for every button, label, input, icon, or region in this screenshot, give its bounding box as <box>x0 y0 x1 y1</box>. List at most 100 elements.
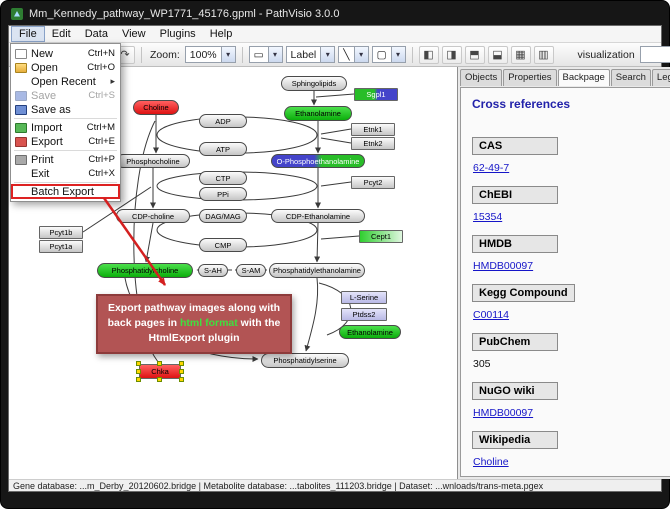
pathway-node-phosphocholine[interactable]: Phosphocholine <box>116 154 190 168</box>
pathway-edge-11[interactable] <box>304 277 319 352</box>
pathway-node-o-phosphoethanolamine[interactable]: O-Phosphoethanolamine <box>271 154 365 168</box>
menubar-item-edit[interactable]: Edit <box>51 28 71 40</box>
pathway-node-cdp-ethanolamine[interactable]: CDP-Ethanolamine <box>271 209 365 223</box>
tab-search[interactable]: Search <box>610 69 651 86</box>
pathway-node-pcyt1b[interactable]: Pcyt1b <box>39 226 83 239</box>
same-width-button[interactable]: ▦ <box>510 45 531 64</box>
pathway-node-cmp[interactable]: CMP <box>199 238 247 252</box>
menubar-item-view[interactable]: View <box>121 28 146 40</box>
pathway-edge-9[interactable] <box>156 212 318 248</box>
pathway-node-etnk2[interactable]: Etnk2 <box>351 137 395 150</box>
pathway-edge-14[interactable] <box>320 128 352 135</box>
line-dropdown-icon[interactable]: ▾ <box>353 47 368 62</box>
pathway-node-cept1[interactable]: Cept1 <box>359 230 403 243</box>
pathway-edge-16[interactable] <box>320 181 352 187</box>
menu-shortcut: Ctrl+P <box>88 154 115 165</box>
line-tool-combobox[interactable]: ╲ ▾ <box>338 46 369 63</box>
menu-item-open-recent[interactable]: Open Recent▸ <box>12 75 119 88</box>
xref-value-wikipedia[interactable]: Choline <box>473 456 509 468</box>
selection-handle-w[interactable] <box>136 368 141 374</box>
pathway-node-phosphatidylserine[interactable]: Phosphatidylserine <box>261 353 349 368</box>
pathway-node-adp[interactable]: ADP <box>199 114 247 128</box>
selection-handle-nw[interactable] <box>136 361 141 366</box>
pathway-node-cdp-choline[interactable]: CDP-choline <box>116 209 190 223</box>
node-label: CMP <box>214 240 232 250</box>
selection-handle-e[interactable] <box>179 368 184 374</box>
tab-backpage[interactable]: Backpage <box>557 69 610 86</box>
datanode-dropdown-icon[interactable]: ▾ <box>267 47 282 62</box>
same-height-button[interactable]: ▥ <box>533 45 554 64</box>
pathway-node-s-ah[interactable]: S-AH <box>198 264 228 277</box>
tab-legend[interactable]: Legend <box>651 69 670 86</box>
xref-source-chebi: ChEBI <box>472 186 558 204</box>
node-label: L-Serine <box>349 293 379 302</box>
pathway-edge-17[interactable] <box>320 235 360 240</box>
pathway-node-s-am[interactable]: S-AM <box>236 264 266 277</box>
menubar-item-data[interactable]: Data <box>84 28 108 40</box>
pathway-node-dag-mag[interactable]: DAG/MAG <box>199 209 247 223</box>
menubar-item-help[interactable]: Help <box>209 28 233 40</box>
pathway-node-l-serine[interactable]: L-Serine <box>341 291 387 304</box>
pathway-node-pcyt2[interactable]: Pcyt2 <box>351 176 395 189</box>
pathway-node-sphingolipids[interactable]: Sphingolipids <box>281 76 347 91</box>
pathway-node-ctp[interactable]: CTP <box>199 171 247 185</box>
align-bottom-button[interactable]: ⬓ <box>487 45 508 64</box>
pathway-edge-7[interactable] <box>156 116 318 154</box>
shape-tool-combobox[interactable]: ▢ ▾ <box>371 46 406 63</box>
pathway-edge-15[interactable] <box>320 137 352 144</box>
xref-value-cas[interactable]: 62-49-7 <box>473 162 510 174</box>
pathway-edge-18[interactable] <box>315 93 355 98</box>
tab-properties[interactable]: Properties <box>503 69 557 86</box>
selection-handle-s[interactable] <box>157 377 162 382</box>
pathway-node-ethanolamine[interactable]: Ethanolamine <box>339 325 401 339</box>
menubar-item-plugins[interactable]: Plugins <box>159 28 196 40</box>
pathway-node-chka[interactable]: Chka <box>136 361 184 382</box>
visualization-combobox[interactable]: ▾ <box>639 46 670 63</box>
zoom-dropdown-icon[interactable]: ▾ <box>220 47 235 62</box>
pathway-node-atp[interactable]: ATP <box>199 142 247 156</box>
xref-value-nugo-wiki[interactable]: HMDB00097 <box>473 407 534 419</box>
label-combobox[interactable]: Label ▾ <box>285 46 336 63</box>
pathway-node-phosphatidylethanolamine[interactable]: Phosphatidylethanolamine <box>269 263 365 278</box>
xref-value-chebi[interactable]: 15354 <box>473 211 503 223</box>
xref-value-hmdb[interactable]: HMDB00097 <box>473 260 534 272</box>
node-label: Choline <box>143 103 169 112</box>
xref-value-kegg-compound[interactable]: C00114 <box>473 309 510 321</box>
pathway-edge-8[interactable] <box>156 171 318 201</box>
pathway-node-ptdss2[interactable]: Ptdss2 <box>341 308 387 321</box>
selection-handle-ne[interactable] <box>179 361 184 366</box>
pathway-node-phosphatidylcholine[interactable]: Phosphatidylcholine <box>97 263 193 278</box>
same-width-icon: ▦ <box>515 49 526 61</box>
shape-dropdown-icon[interactable]: ▾ <box>390 47 405 62</box>
align-top-button[interactable]: ⬒ <box>464 45 485 64</box>
align-left-button[interactable]: ◧ <box>418 45 439 64</box>
pathway-node-sgpl1[interactable]: Sgpl1 <box>354 88 398 101</box>
pathway-node-pcyt1a[interactable]: Pcyt1a <box>39 240 83 253</box>
pathway-node-etnk1[interactable]: Etnk1 <box>351 123 395 136</box>
open-icon <box>15 62 27 73</box>
menu-item-label: Open Recent <box>31 75 96 88</box>
datanode-combobox[interactable]: ▭ ▾ <box>248 46 283 63</box>
label-dropdown-icon[interactable]: ▾ <box>320 47 335 62</box>
selection-handle-se[interactable] <box>179 377 184 382</box>
pathway-node-ppi[interactable]: PPi <box>199 187 247 201</box>
selection-handle-n[interactable] <box>157 361 162 366</box>
zoom-combobox[interactable]: 100% ▾ <box>184 46 236 63</box>
menu-item-save-as[interactable]: Save as <box>12 103 119 116</box>
selection-handle-sw[interactable] <box>136 377 141 382</box>
align-right-button[interactable]: ◨ <box>441 45 462 64</box>
pathway-node-ethanolamine[interactable]: Ethanolamine <box>284 106 352 121</box>
menubar-item-file[interactable]: File <box>11 26 45 42</box>
menu-item-batch-export[interactable]: Batch Export <box>11 184 120 199</box>
menu-item-label: Export <box>31 135 63 148</box>
pathway-edge-6[interactable] <box>314 222 321 263</box>
tab-objects[interactable]: Objects <box>460 69 503 86</box>
pathway-node-choline[interactable]: Choline <box>133 100 179 115</box>
